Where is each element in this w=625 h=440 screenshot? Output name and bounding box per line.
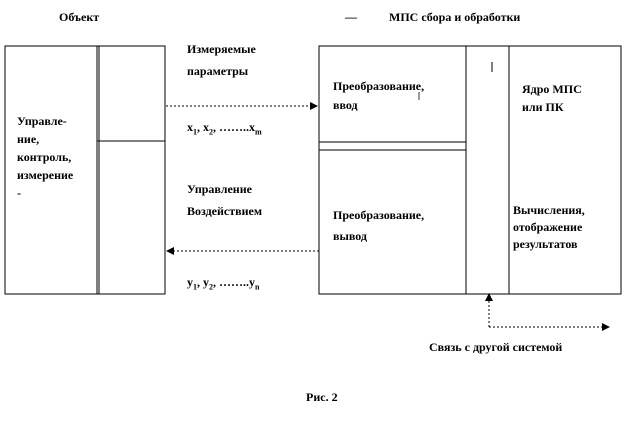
x-variables: x1, x2, ……..xm bbox=[187, 120, 262, 137]
object-function-line-3: контроль, bbox=[17, 150, 72, 164]
conversion-input-line-2: ввод bbox=[333, 98, 358, 112]
computation-line-1: Вычисления, bbox=[513, 203, 585, 217]
conversion-input-line-1: Преобразование, bbox=[333, 79, 425, 93]
conversion-output-line-1: Преобразование, bbox=[333, 208, 425, 222]
output-arrow-head bbox=[166, 247, 174, 255]
link-label: Связь с другой системой bbox=[429, 340, 563, 354]
object-function-line-1: Управле- bbox=[17, 114, 67, 128]
object-function-line-2: ние, bbox=[17, 132, 40, 146]
core-line-1: Ядро МПС bbox=[522, 82, 582, 96]
object-title: Объект bbox=[59, 10, 100, 24]
computation-line-2: отображение bbox=[513, 220, 583, 234]
link-arrow-up-head bbox=[485, 293, 493, 301]
control-action-line-1: Управление bbox=[187, 182, 252, 196]
figure-caption: Рис. 2 bbox=[306, 390, 338, 404]
control-action-line-2: Воздействием bbox=[187, 204, 263, 218]
computation-line-3: результатов bbox=[513, 237, 578, 251]
object-function-line-4: измерение bbox=[17, 168, 74, 182]
mps-block bbox=[318, 45, 622, 295]
conversion-output-line-2: вывод bbox=[333, 229, 367, 243]
object-block bbox=[4, 45, 166, 295]
mps-title-dash: __ bbox=[345, 6, 357, 20]
measured-params-line-1: Измеряемые bbox=[187, 42, 256, 56]
mps-title: МПС сбора и обработки bbox=[389, 10, 521, 24]
y-variables: y1, y2, ……..yn bbox=[187, 275, 260, 292]
input-arrow-head bbox=[310, 102, 318, 110]
link-arrow-right-head bbox=[602, 323, 610, 331]
core-line-2: или ПК bbox=[522, 100, 564, 114]
object-function-line-5: - bbox=[17, 186, 21, 200]
measured-params-line-2: параметры bbox=[187, 64, 249, 78]
